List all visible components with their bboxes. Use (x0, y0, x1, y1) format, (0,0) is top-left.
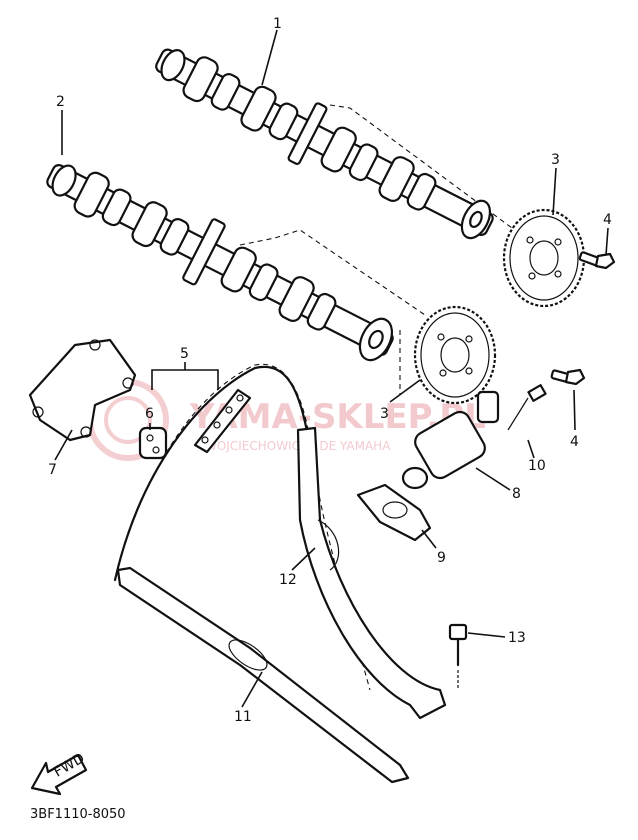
cam-sprocket-upper (502, 208, 586, 308)
chain-tensioner (401, 390, 500, 490)
chain-link-segment (193, 388, 252, 454)
sprocket-bolt-upper (578, 251, 616, 270)
catalog-code: 3BF1110-8050 (30, 807, 126, 822)
cam-sprocket-lower (413, 305, 497, 405)
callout-3-lower: 3 (380, 406, 389, 422)
callout-2: 2 (56, 94, 65, 110)
fwd-arrow-icon: FWD (30, 750, 87, 796)
camshaft-intake (46, 164, 394, 362)
callout-8: 8 (512, 486, 521, 502)
callout-13: 13 (508, 630, 526, 646)
master-link-pair (138, 426, 168, 460)
tensioner-bolt (507, 384, 547, 431)
callout-1: 1 (273, 16, 282, 32)
guide-bolt (448, 623, 468, 690)
chain-guide-top (28, 338, 137, 442)
sprocket-bolt-lower (550, 368, 586, 386)
camshaft-exhaust (155, 48, 494, 240)
callout-10: 10 (528, 458, 546, 474)
callout-6: 6 (145, 406, 154, 422)
callout-3-upper: 3 (551, 152, 560, 168)
alignment-line-lower (239, 229, 426, 316)
callout-4-upper: 4 (603, 212, 612, 228)
tensioner-guide (296, 426, 447, 720)
chain-guide-bottom (116, 566, 410, 784)
callout-7: 7 (48, 462, 57, 478)
callout-11: 11 (234, 709, 252, 725)
alignment-line-upper (329, 104, 513, 229)
cam-chain (113, 365, 314, 582)
tensioner-gasket (356, 483, 432, 542)
callouts: 1 2 3 3 4 4 5 6 7 8 9 10 11 12 13 (48, 16, 612, 725)
callout-4-lower: 4 (570, 434, 579, 450)
callout-9: 9 (437, 550, 446, 566)
callout-5: 5 (180, 346, 189, 362)
leader-lines (54, 29, 609, 708)
callout-12: 12 (279, 572, 297, 588)
